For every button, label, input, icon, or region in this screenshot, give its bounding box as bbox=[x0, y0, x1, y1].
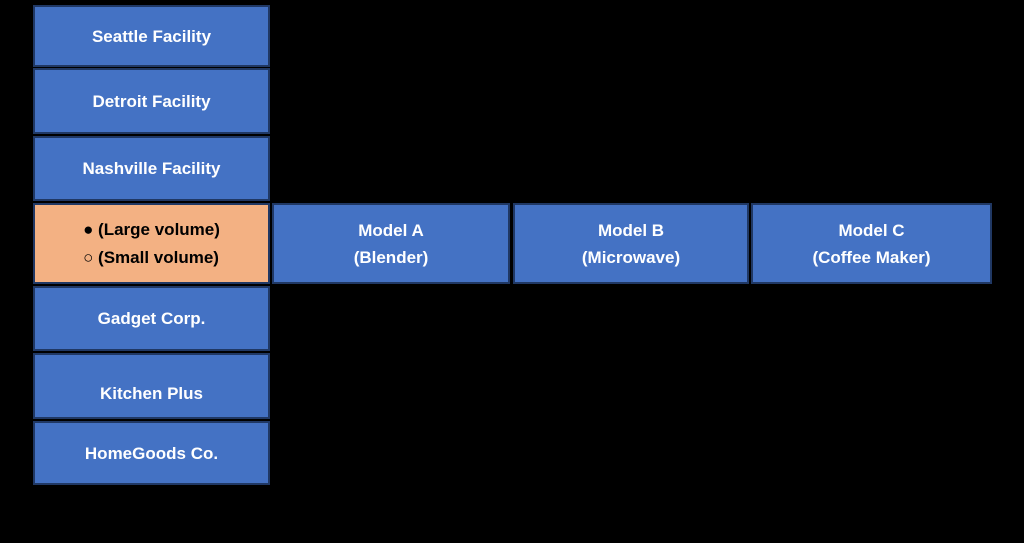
column-header-label: Model B (Microwave) bbox=[582, 217, 680, 271]
row-header-gadget-corp: Gadget Corp. bbox=[33, 286, 270, 351]
row-header-homegoods-co: HomeGoods Co. bbox=[33, 421, 270, 485]
column-header-model-a: Model A (Blender) bbox=[272, 203, 510, 284]
row-header-label: Gadget Corp. bbox=[97, 309, 206, 328]
row-header-label: Seattle Facility bbox=[91, 26, 212, 46]
row-header-detroit-facility: Detroit Facility bbox=[33, 68, 270, 134]
model-product: (Coffee Maker) bbox=[812, 247, 931, 267]
model-product: (Blender) bbox=[353, 247, 429, 267]
model-product: (Microwave) bbox=[581, 247, 681, 267]
legend-entries: ● (Large volume) ○ (Small volume) bbox=[83, 216, 220, 272]
row-header-kitchen-plus: Kitchen Plus bbox=[33, 353, 270, 419]
row-header-nashville-facility: Nashville Facility bbox=[33, 136, 270, 201]
legend-large-volume: ● (Large volume) bbox=[83, 219, 220, 239]
row-header-label: HomeGoods Co. bbox=[84, 443, 219, 463]
legend-box: ● (Large volume) ○ (Small volume) bbox=[33, 203, 270, 284]
model-name: Model B bbox=[597, 220, 665, 240]
column-header-label: Model C (Coffee Maker) bbox=[812, 217, 930, 271]
row-header-label: Nashville Facility bbox=[82, 159, 221, 178]
model-name: Model A bbox=[358, 220, 424, 240]
column-header-model-c: Model C (Coffee Maker) bbox=[751, 203, 992, 284]
legend-small-volume: ○ (Small volume) bbox=[83, 247, 219, 267]
model-name: Model C bbox=[838, 220, 905, 240]
row-header-label: Detroit Facility bbox=[92, 91, 211, 111]
column-header-model-b: Model B (Microwave) bbox=[513, 203, 749, 284]
row-header-label: Kitchen Plus bbox=[100, 384, 203, 403]
column-header-label: Model A (Blender) bbox=[354, 217, 429, 271]
row-header-seattle-facility: Seattle Facility bbox=[33, 5, 270, 67]
